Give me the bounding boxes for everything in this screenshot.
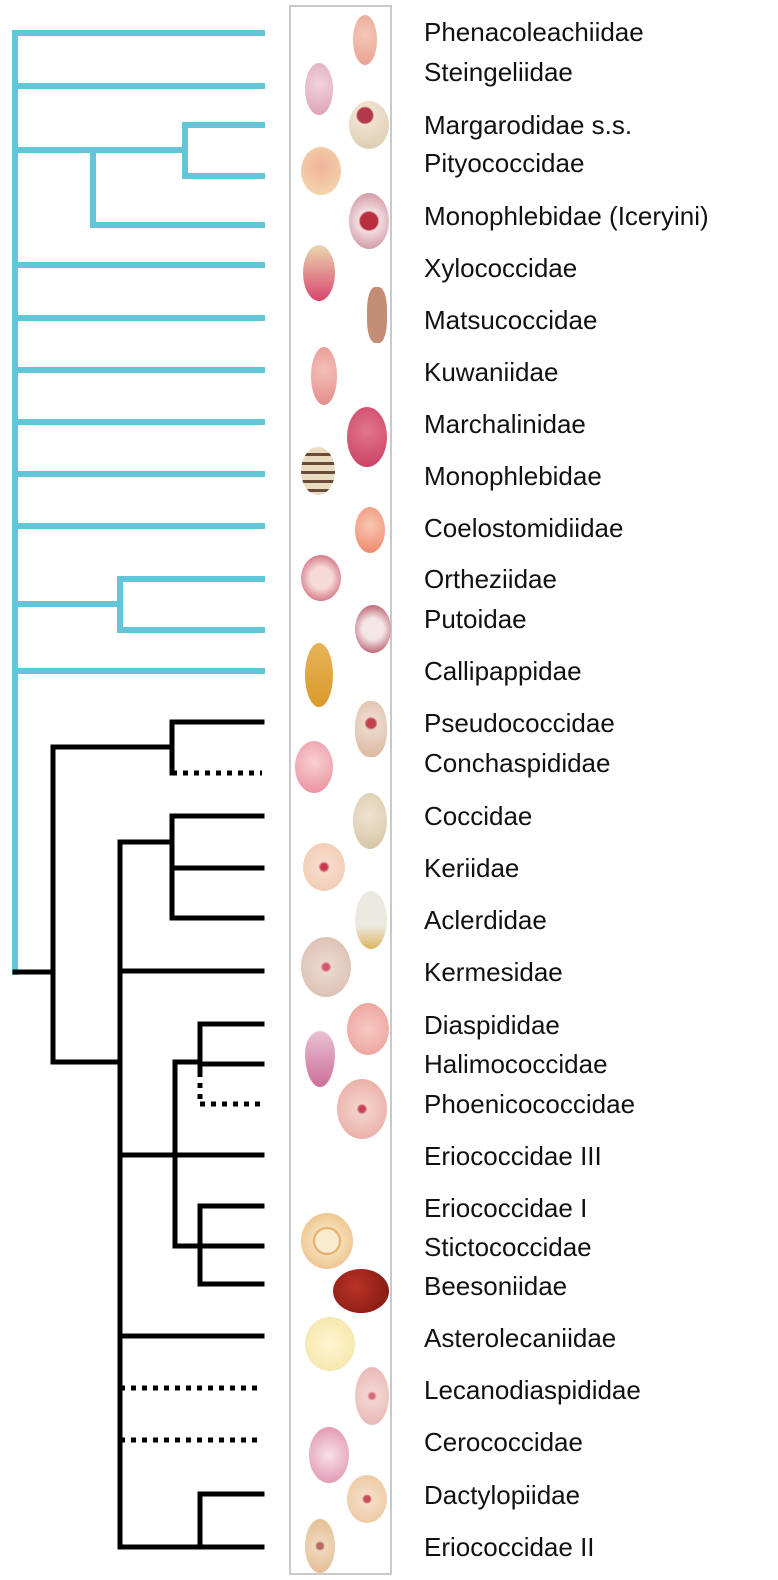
specimen-matsucoccidae	[367, 287, 387, 343]
taxon-label-stictococcidae: Stictococcidae	[424, 1232, 592, 1262]
specimen-kermesidae	[301, 937, 351, 997]
specimen-monophlebidae-iceryini	[349, 193, 389, 249]
specimen-marchalinidae	[347, 407, 387, 467]
taxon-label-ortheziidae: Ortheziidae	[424, 564, 557, 594]
taxon-label-monophlebidae-iceryini: Monophlebidae (Iceryini)	[424, 201, 709, 231]
neococcoid-clade	[15, 722, 262, 1547]
taxon-label-cerococcidae: Cerococcidae	[424, 1427, 583, 1457]
taxon-label-matsucoccidae: Matsucoccidae	[424, 305, 597, 335]
taxon-label-monophlebidae: Monophlebidae	[424, 461, 602, 491]
taxon-label-kuwaniidae: Kuwaniidae	[424, 357, 558, 387]
taxon-label-phoenicococcidae: Phoenicococcidae	[424, 1089, 635, 1119]
taxon-label-pseudococcidae: Pseudococcidae	[424, 708, 615, 738]
specimen-kuwaniidae	[311, 347, 337, 405]
specimen-lecanodiaspididae	[355, 1367, 389, 1425]
specimen-monophlebidae	[301, 447, 335, 495]
specimen-aclerdidae	[355, 891, 387, 949]
taxon-label-coccidae: Coccidae	[424, 801, 532, 831]
specimen-keriidae	[303, 843, 345, 891]
specimen-conchaspididae	[295, 741, 333, 793]
taxon-label-eriococcidae-iii: Eriococcidae III	[424, 1141, 602, 1171]
taxon-label-keriidae: Keriidae	[424, 853, 519, 883]
taxon-label-putoidae: Putoidae	[424, 604, 527, 634]
taxon-label-eriococcidae-ii: Eriococcidae II	[424, 1532, 595, 1562]
specimen-eriococcidae-i	[301, 1213, 353, 1269]
specimen-dactylopiidae	[347, 1475, 387, 1523]
taxon-label-halimococcidae: Halimococcidae	[424, 1049, 608, 1079]
taxon-label-eriococcidae-i: Eriococcidae I	[424, 1193, 587, 1223]
taxon-label-callipappidae: Callipappidae	[424, 656, 582, 686]
specimen-xylococcidae	[303, 245, 335, 301]
specimen-halimococcidae	[305, 1031, 335, 1087]
taxon-label-margarodidae: Margarodidae s.s.	[424, 110, 632, 140]
specimen-pseudococcidae	[355, 701, 387, 757]
specimen-image-panel	[289, 5, 392, 1575]
specimen-phoenicococcidae	[337, 1079, 387, 1139]
specimen-cerococcidae	[309, 1427, 349, 1483]
specimen-eriococcidae-ii	[305, 1519, 335, 1573]
specimen-coccidae	[353, 793, 387, 849]
specimen-putoidae	[355, 605, 391, 653]
taxon-label-marchalinidae: Marchalinidae	[424, 409, 586, 439]
taxon-label-dactylopiidae: Dactylopiidae	[424, 1480, 580, 1510]
taxon-label-conchaspididae: Conchaspididae	[424, 748, 610, 778]
specimen-phenacoleachiidae	[353, 15, 377, 65]
specimen-steingeliidae	[305, 63, 333, 115]
taxon-label-beesoniidae: Beesoniidae	[424, 1271, 567, 1301]
specimen-coelostomidiidae	[355, 507, 385, 553]
taxon-label-asterolecaniidae: Asterolecaniidae	[424, 1323, 616, 1353]
taxon-label-phenacoleachiidae: Phenacoleachiidae	[424, 17, 644, 47]
specimen-pityococcidae	[301, 147, 341, 195]
specimen-diaspididae	[347, 1003, 389, 1055]
taxon-label-kermesidae: Kermesidae	[424, 957, 563, 987]
taxon-label-lecanodiaspididae: Lecanodiaspididae	[424, 1375, 641, 1405]
taxon-label-diaspididae: Diaspididae	[424, 1010, 560, 1040]
taxon-label-pityococcidae: Pityococcidae	[424, 148, 584, 178]
specimen-margarodidae	[349, 101, 389, 149]
specimen-callipappidae	[305, 643, 333, 707]
specimen-asterolecaniidae	[305, 1317, 355, 1371]
taxon-label-aclerdidae: Aclerdidae	[424, 905, 547, 935]
taxon-label-xylococcidae: Xylococcidae	[424, 253, 577, 283]
taxon-label-steingeliidae: Steingeliidae	[424, 57, 573, 87]
specimen-beesoniidae	[333, 1269, 389, 1313]
specimen-ortheziidae	[301, 555, 341, 601]
taxon-label-coelostomidiidae: Coelostomidiidae	[424, 513, 623, 543]
